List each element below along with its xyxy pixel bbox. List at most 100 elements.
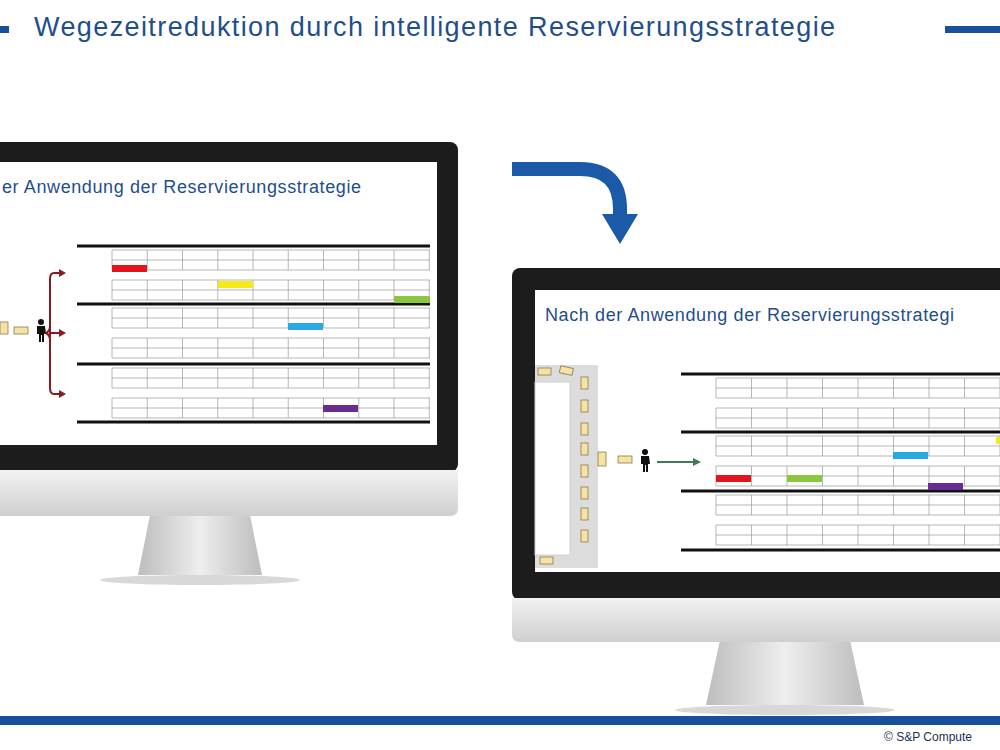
shelf-line bbox=[893, 466, 894, 486]
flow-arrow bbox=[512, 169, 638, 244]
shelf-line bbox=[112, 280, 430, 281]
shelf-line bbox=[929, 436, 930, 456]
worker-symbol bbox=[641, 449, 650, 472]
screen-heading: Nach der Anwendung der Reservierungsstra… bbox=[545, 305, 955, 326]
shelf-line bbox=[822, 408, 823, 428]
shelf-line bbox=[358, 280, 359, 300]
shelf-line bbox=[751, 466, 752, 486]
shelf-line bbox=[112, 260, 430, 261]
shelf-line bbox=[964, 495, 965, 515]
shelf-line bbox=[182, 338, 183, 358]
shelf-line bbox=[929, 378, 930, 398]
shelf-line bbox=[394, 308, 395, 328]
shelf-line bbox=[822, 436, 823, 456]
shelf-line bbox=[112, 348, 430, 349]
shelf-line bbox=[429, 368, 430, 388]
shelf-line bbox=[858, 466, 859, 486]
shelf-line bbox=[112, 398, 430, 399]
shelf-line bbox=[253, 338, 254, 358]
shelf-line bbox=[323, 338, 324, 358]
shelf-line bbox=[112, 408, 430, 409]
shelf-line bbox=[751, 525, 752, 545]
page-title: Wegezeitreduktion durch intelligente Res… bbox=[34, 12, 837, 43]
aisle-line bbox=[77, 421, 430, 424]
shelf-line bbox=[822, 378, 823, 398]
shelf-line bbox=[787, 408, 788, 428]
conveyor-items bbox=[0, 322, 28, 334]
monitor-screen: er Anwendung der Reservierungsstrategie bbox=[0, 142, 458, 472]
shelf-line bbox=[429, 338, 430, 358]
shelf-line bbox=[182, 398, 183, 418]
shelf-line bbox=[217, 398, 218, 418]
title-bar bbox=[945, 26, 1000, 33]
shelf-line bbox=[716, 495, 717, 515]
shelf-line bbox=[751, 495, 752, 515]
shelf-line bbox=[822, 466, 823, 486]
shelf-line bbox=[929, 525, 930, 545]
conveyor bbox=[535, 365, 598, 568]
title-bar bbox=[0, 26, 9, 33]
shelf-line bbox=[716, 408, 717, 428]
shelf-line bbox=[358, 308, 359, 328]
shelf-line bbox=[893, 408, 894, 428]
shelf-line bbox=[253, 250, 254, 270]
shelf-line bbox=[964, 408, 965, 428]
shelf-line bbox=[964, 378, 965, 398]
shelf-line bbox=[112, 368, 430, 369]
shelf-line bbox=[358, 368, 359, 388]
shelf-line bbox=[182, 250, 183, 270]
shelf-line bbox=[358, 398, 359, 418]
shelf-line bbox=[112, 418, 430, 419]
aisle-line bbox=[681, 431, 1000, 434]
shelf-line bbox=[147, 308, 148, 328]
storage-blocks bbox=[112, 265, 430, 412]
shelf-line bbox=[288, 280, 289, 300]
shelf-line bbox=[429, 308, 430, 328]
footer-bar bbox=[0, 716, 1000, 725]
aisle-line bbox=[681, 373, 1000, 376]
screen-heading: er Anwendung der Reservierungsstrategie bbox=[2, 177, 362, 198]
shelf-line bbox=[323, 308, 324, 328]
shelf-line bbox=[751, 378, 752, 398]
shelf-line bbox=[147, 368, 148, 388]
shelf-line bbox=[288, 338, 289, 358]
shelf-line bbox=[323, 250, 324, 270]
shelf-line bbox=[288, 398, 289, 418]
shelf-line bbox=[358, 338, 359, 358]
aisle-line bbox=[77, 303, 430, 306]
aisle-line bbox=[77, 363, 430, 366]
shelf-line bbox=[787, 525, 788, 545]
shelf-line bbox=[822, 525, 823, 545]
shelf-line bbox=[112, 280, 113, 300]
shelf-line bbox=[112, 318, 430, 319]
shelf-line bbox=[112, 308, 113, 328]
shelf-line bbox=[147, 398, 148, 418]
shelf-line bbox=[716, 525, 717, 545]
shelf-line bbox=[112, 308, 430, 309]
shelf-line bbox=[929, 408, 930, 428]
shelf-line bbox=[893, 378, 894, 398]
shelf-line bbox=[112, 290, 430, 291]
shelf-line bbox=[147, 338, 148, 358]
shelf-line bbox=[964, 466, 965, 486]
shelf-line bbox=[217, 338, 218, 358]
shelf-line bbox=[787, 378, 788, 398]
worker-symbol bbox=[37, 319, 46, 342]
shelf-line bbox=[394, 368, 395, 388]
shelf-line bbox=[964, 525, 965, 545]
shelf-line bbox=[394, 338, 395, 358]
storage-blocks bbox=[716, 437, 1000, 490]
shelf-line bbox=[112, 388, 430, 389]
shelf-line bbox=[858, 436, 859, 456]
shelf-line bbox=[288, 368, 289, 388]
shelf-line bbox=[288, 250, 289, 270]
shelf-line bbox=[929, 495, 930, 515]
shelf-line bbox=[112, 398, 113, 418]
shelf-line bbox=[394, 250, 395, 270]
shelf-line bbox=[751, 436, 752, 456]
shelf-line bbox=[964, 436, 965, 456]
shelf-line bbox=[394, 398, 395, 418]
shelf-line bbox=[217, 308, 218, 328]
